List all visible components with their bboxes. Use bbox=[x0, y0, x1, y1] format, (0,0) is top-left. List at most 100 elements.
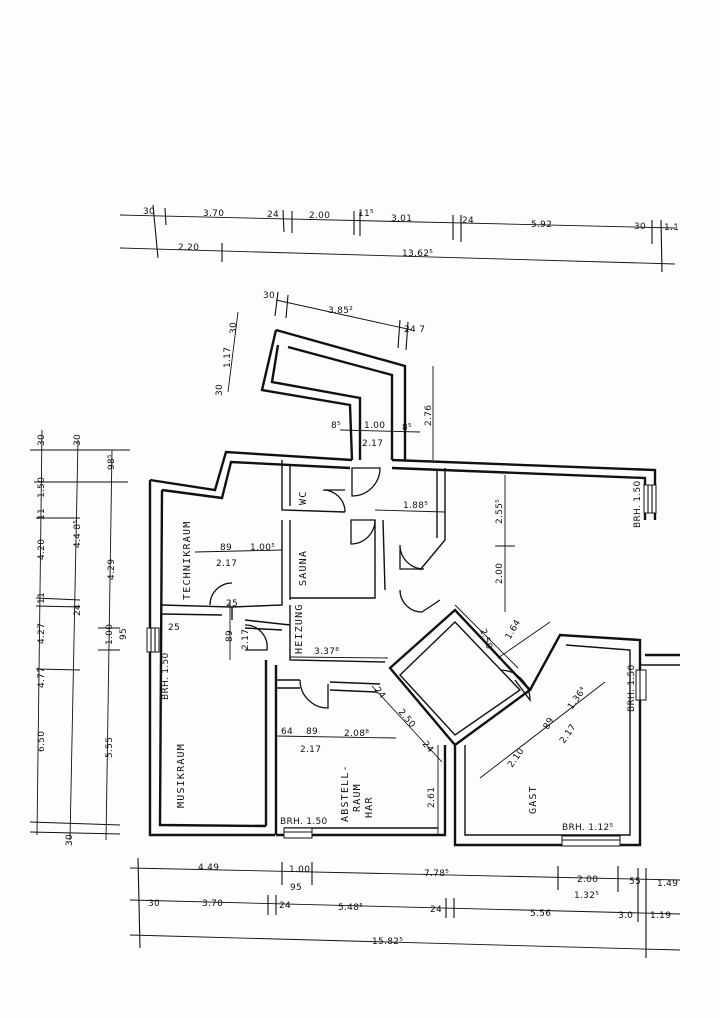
room-sauna: SAUNA bbox=[298, 550, 309, 586]
dim-left-427: 4.27 bbox=[37, 623, 47, 644]
windows bbox=[146, 484, 657, 847]
room-wc: WC bbox=[298, 491, 309, 505]
room-gast: GAST bbox=[528, 785, 539, 814]
dim-door-85a: 8⁵ bbox=[331, 421, 341, 431]
dim-wing-117: 1.17 bbox=[223, 347, 233, 368]
dim-door-85b: 8⁵ bbox=[402, 423, 412, 433]
dim-tech-25a: 25 bbox=[226, 599, 238, 609]
dim-top-30a: 30 bbox=[143, 207, 155, 217]
dim-wing-30c: 30 bbox=[215, 384, 225, 396]
dim-left-555: 5.55 bbox=[105, 737, 115, 758]
dim-tech-89: 89 bbox=[220, 543, 232, 553]
dim-top-24a: 24 bbox=[267, 210, 279, 220]
dim-bot-5485: 5.48⁵ bbox=[338, 903, 363, 913]
dim-bot-1325: 1.32⁵ bbox=[574, 891, 599, 901]
dim-bot-370: 3.70 bbox=[202, 899, 223, 909]
dim-top-30b: 30 bbox=[634, 222, 646, 232]
dim-bot-7785: 7.78⁵ bbox=[424, 869, 449, 879]
dim-left-985: 98⁵ bbox=[107, 454, 117, 470]
dim-bot-200: 2.00 bbox=[577, 875, 598, 885]
dim-bot-100: 1.00 bbox=[289, 865, 310, 875]
dim-top-13625: 13.62⁵ bbox=[402, 249, 433, 259]
dim-diag-164: 1.64 bbox=[504, 618, 523, 641]
dim-top-220: 2.20 bbox=[178, 243, 199, 253]
dim-left-650: 6.50 bbox=[37, 731, 47, 752]
window-label-bottom: BRH. 1.50 bbox=[280, 817, 328, 827]
dim-top-592: 5.92 bbox=[531, 220, 552, 230]
interior-dimensions: 30 3.85² 24 7 30 1.17 30 2.76 8⁵ 1.00 8⁵… bbox=[168, 291, 606, 835]
window-label-right: BRH. 1.50 bbox=[633, 481, 643, 529]
dim-left-420: 4.20 bbox=[37, 539, 47, 560]
dim-top-24b: 24 bbox=[462, 216, 474, 226]
room-abstell-line3: HAR bbox=[364, 796, 375, 818]
dim-left-11b: 11 bbox=[37, 592, 47, 604]
dim-left-429: 4.29 bbox=[107, 559, 117, 580]
dim-left-4485: 4.4 8⁵ bbox=[73, 520, 83, 548]
dim-ab-89: 89 bbox=[306, 727, 318, 737]
dim-ab-64: 64 bbox=[281, 727, 293, 737]
dim-bot-95: 95 bbox=[290, 883, 302, 893]
dim-left-30c: 30 bbox=[73, 434, 83, 446]
walls bbox=[148, 328, 680, 847]
dim-ab-2088: 2.08⁸ bbox=[344, 729, 369, 739]
top-dimension-chain: 30 3.70 24 2.00 11⁵ 3.01 24 5.92 30 1.1 … bbox=[119, 204, 679, 273]
dim-left-100: 1.00 bbox=[105, 624, 115, 645]
dim-door-100: 1.00 bbox=[364, 421, 385, 431]
dim-gast-217: 2.17 bbox=[558, 723, 578, 746]
dim-bot-119: 1.19 bbox=[650, 911, 671, 921]
window-label-gast-bottom: BRH. 1.12⁵ bbox=[562, 823, 613, 833]
dim-tech-100: 1.00⁵ bbox=[250, 543, 275, 553]
dim-left-95: 95 bbox=[119, 628, 129, 640]
dim-bot-30b: 3.0 bbox=[618, 911, 633, 921]
dim-bot-149: 1.49 bbox=[657, 879, 678, 889]
dim-top-200: 2.00 bbox=[309, 211, 330, 221]
room-labels: TECHNIKRAUM SAUNA WC HEIZUNG MUSIKRAUM A… bbox=[176, 491, 539, 822]
dim-gast-1364: 1.36⁴ bbox=[566, 685, 589, 711]
room-heizung: HEIZUNG bbox=[294, 603, 305, 654]
dim-top-370: 3.70 bbox=[203, 209, 224, 219]
window-label-gast: BRH. 1.50 bbox=[627, 665, 637, 713]
dim-bot-24b: 24 bbox=[430, 905, 442, 915]
room-musikraum: MUSIKRAUM bbox=[176, 743, 187, 808]
dim-tech-89b: 89 bbox=[225, 630, 235, 642]
room-abstell-line1: ABSTELL- bbox=[340, 764, 351, 822]
dim-wing-30a: 30 bbox=[263, 291, 275, 301]
dim-top-301: 3.01 bbox=[391, 214, 412, 224]
dim-left-477: 4.77 bbox=[37, 667, 47, 688]
dim-bot-556: 5.56 bbox=[530, 909, 551, 919]
dim-hall-200: 2.00 bbox=[495, 563, 505, 584]
dim-tech-217b: 2.17 bbox=[241, 629, 251, 650]
dim-gast-210: 2.10 bbox=[506, 747, 526, 770]
dim-ab-24b: 24 bbox=[420, 740, 435, 756]
dim-left-11a: 11 bbox=[37, 508, 47, 520]
dim-wing-247: 24 7 bbox=[404, 325, 425, 335]
window-labels: BRH. 1.50 BRH. 1.50 BRH. 1.50 BRH. 1.50 … bbox=[161, 481, 643, 834]
room-technikraum: TECHNIKRAUM bbox=[182, 521, 193, 600]
dim-hall-188: 1.88⁵ bbox=[403, 501, 428, 511]
dim-wing-385: 3.85² bbox=[328, 306, 353, 316]
dim-bot-449: 4.49 bbox=[198, 863, 219, 873]
left-dimension-chains: 30 1.50 11 4.20 11 4.27 4.77 6.50 30 30 … bbox=[29, 429, 130, 846]
dim-ab-250: 2.50 bbox=[396, 708, 417, 731]
doors bbox=[209, 467, 531, 709]
bottom-dimension-chains: 4.49 1.00 95 7.78⁵ 2.00 1.32⁵ 55 1.49 30… bbox=[129, 857, 681, 958]
dim-left-150: 1.50 bbox=[37, 477, 47, 498]
dim-ab-217: 2.17 bbox=[300, 745, 321, 755]
dim-bot-30a: 30 bbox=[148, 899, 160, 909]
dim-wing-30b: 30 bbox=[229, 322, 239, 334]
dim-tech-217: 2.17 bbox=[216, 559, 237, 569]
dim-hall-255: 2.55⁵ bbox=[495, 499, 505, 524]
room-abstell-line2: RAUM bbox=[352, 783, 363, 812]
dim-door-217: 2.17 bbox=[362, 439, 383, 449]
dim-top-11: 1.1 bbox=[664, 223, 679, 233]
dim-top-115: 11⁵ bbox=[358, 209, 374, 219]
dim-ab-261: 2.61 bbox=[427, 787, 437, 808]
dim-heiz-337: 3.37⁸ bbox=[314, 647, 339, 657]
dim-left-30b: 30 bbox=[65, 834, 75, 846]
window-label-left: BRH. 1.50 bbox=[161, 653, 171, 701]
dim-bot-55: 55 bbox=[629, 877, 641, 887]
dim-wing-276: 2.76 bbox=[424, 405, 434, 426]
dim-tech-25b: 25 bbox=[168, 623, 180, 633]
dim-left-30a: 30 bbox=[37, 434, 47, 446]
